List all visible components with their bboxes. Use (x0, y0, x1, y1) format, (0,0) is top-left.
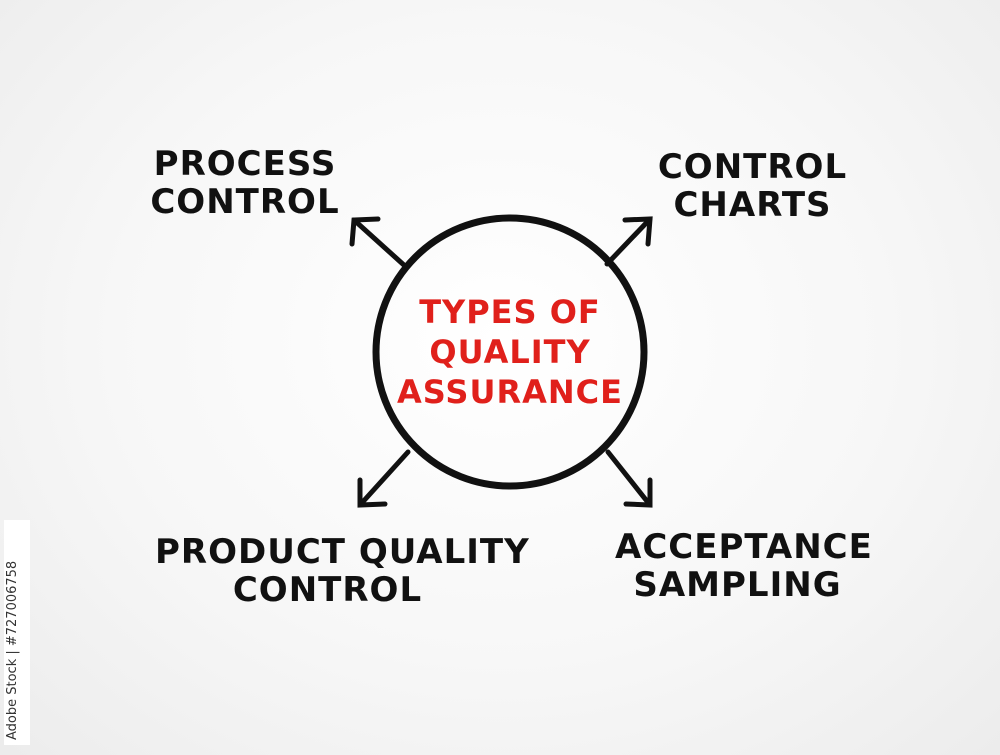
node-acceptance-sampling: ACCEPTANCE SAMPLING (615, 527, 873, 605)
node-control-charts-line-2: CHARTS (673, 185, 832, 225)
node-acceptance-sampling-line-2: SAMPLING (633, 565, 842, 605)
arrow-top-left (349, 216, 408, 269)
node-control-charts: CONTROL CHARTS (650, 148, 855, 224)
node-product-quality-control: PRODUCT QUALITY CONTROL (155, 532, 530, 610)
center-title-line-3: ASSURANCE (397, 373, 623, 411)
node-process-control: PROCESS CONTROL (140, 145, 350, 221)
node-product-quality-control-line-2: CONTROL (232, 570, 423, 610)
center-title-line-1: TYPES OF (419, 293, 601, 331)
arrow-bottom-right (605, 449, 653, 508)
node-control-charts-line-1: CONTROL (657, 147, 848, 187)
center-circle (372, 214, 648, 490)
node-product-quality-control-line-1: PRODUCT QUALITY (155, 532, 530, 572)
stock-id-text: Adobe Stock | #727006758 (5, 560, 20, 740)
stock-id-strip (4, 520, 30, 745)
arrow-top-right (604, 216, 653, 267)
center-title: TYPES OF QUALITY ASSURANCE (380, 292, 640, 412)
arrow-bottom-left (357, 449, 411, 508)
node-process-control-line-2: CONTROL (150, 182, 340, 222)
node-acceptance-sampling-line-1: ACCEPTANCE (615, 527, 873, 567)
center-title-line-2: QUALITY (429, 333, 591, 371)
node-process-control-line-1: PROCESS (153, 144, 337, 184)
